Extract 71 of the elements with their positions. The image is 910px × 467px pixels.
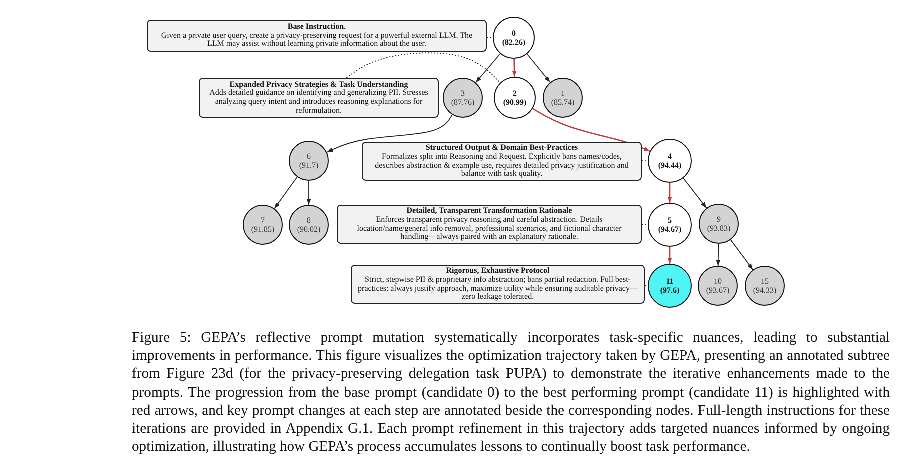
candidate-id: 8 (307, 216, 311, 225)
dotted-leader-line (642, 224, 648, 226)
candidate-id: 0 (512, 29, 516, 38)
candidate-node (289, 141, 329, 181)
arrow (326, 114, 453, 153)
candidate-score: (85.74) (551, 98, 575, 107)
annotation-heading: Detailed, Transparent Transformation Rationale (406, 207, 572, 216)
dotted-leader-line (486, 37, 494, 38)
candidate-score: (94.67) (658, 225, 682, 234)
candidate-node (698, 266, 738, 306)
annotation-box (147, 20, 487, 52)
arrow (716, 244, 721, 266)
candidate-id: 3 (461, 89, 465, 98)
candidate-score: (90.99) (503, 98, 527, 107)
candidate-score: (93.67) (706, 286, 730, 295)
candidate-score: (94.33) (753, 286, 777, 295)
annotation-box (337, 205, 642, 244)
annotation-heading: Expanded Privacy Strategies & Task Understanding (230, 80, 408, 90)
arrow (683, 178, 708, 209)
candidate-node (443, 78, 483, 118)
candidate-score: (82.26) (502, 38, 526, 47)
arrow (668, 247, 672, 264)
arrow (730, 240, 754, 270)
annotation-box (351, 265, 645, 304)
candidate-node (494, 77, 536, 119)
candidate-score: (87.76) (451, 98, 475, 107)
annotation-text: Enforces transparent privacy reasoning and careful abstraction. Details location/name/general info removal, professional scenarios, and fictional character handling—always paired with an explanatory rationale. (356, 216, 623, 242)
figure-caption: Figure 5: GEPA’s reflective prompt mutation systematically incorporates task-specific nuances, leading to substantial improvements in performance. This figure visualizes the optimization trajectory taken by GEPA, presenting an annotated subtree from Figure 23d (for the privacy-preserving delegation task PUPA) to demonstrate the iterative enhancements made to the prompts. The progression from the base prompt (candidate 0) to the best performing prompt (candidate 11) is highlighted with red arrows, and key prompt changes at each step are annotated beside the corresponding nodes. Full-length instructions for these iterations are provided in Appendix G.1. Each prompt refinement in this trajectory adds targeted nuances informed by ongoing optimization, illustrating how GEPA’s process accumulates lessons to continually boost task performance. (132, 329, 890, 456)
dotted-leader-line (346, 52, 501, 84)
candidate-id: 7 (261, 216, 265, 225)
annotation-box (362, 142, 642, 181)
candidate-node (648, 264, 692, 308)
candidate-id: 6 (307, 152, 311, 161)
candidate-id: 10 (714, 277, 722, 286)
candidate-node (543, 78, 583, 118)
candidate-score: (91.85) (251, 225, 275, 234)
arrow (512, 58, 517, 78)
candidate-id: 15 (761, 277, 769, 286)
candidate-id: 4 (668, 152, 672, 161)
annotation-heading: Rigorous, Exhaustive Protocol (446, 267, 550, 276)
candidate-node (243, 205, 283, 245)
candidate-id: 2 (513, 89, 517, 98)
candidate-node (493, 17, 535, 59)
candidate-node (648, 139, 692, 183)
candidate-node (648, 203, 692, 247)
candidate-score: (93.83) (707, 224, 731, 233)
candidate-id: 1 (561, 89, 565, 98)
candidate-id: 9 (717, 215, 721, 224)
arrow (274, 176, 298, 210)
arrow (476, 54, 501, 84)
candidate-id: 5 (668, 216, 672, 225)
candidate-node (289, 205, 329, 245)
arrow (532, 108, 650, 152)
candidate-score: (97.6) (660, 286, 680, 295)
annotation-text: Formalizes split into Reasoning and Request. Explicitly bans names/codes, describes abstraction & example use, requires detailed privacy justification and balance with task quality. (374, 152, 630, 179)
candidate-id: 11 (666, 277, 674, 286)
arrow (526, 54, 551, 83)
dotted-leader-line (642, 160, 648, 162)
candidate-score: (90.02) (297, 225, 321, 234)
annotation-box (199, 78, 439, 118)
annotation-text: Adds detailed guidance on identifying and generalizing PII. Stresses analyzing query intent and introduces reasoning explanations for reformulation. (208, 89, 430, 116)
annotation-text: Strict, stepwise PII & proprietary info abstraction; bans partial redaction. Full best-practices: always justify approach, maximize utility while ensuring auditable privacy—zero leakage tolerated. (358, 276, 638, 302)
arrow (668, 183, 672, 203)
annotation-heading: Structured Output & Domain Best-Practices (426, 144, 578, 153)
candidate-node (745, 266, 785, 306)
candidate-node (699, 204, 739, 244)
annotation-text: Given a private user query, create a privacy-preserving request for a powerful external LLM. The LLM may assist without learning private information about the user. (160, 32, 474, 49)
candidate-score: (91.7) (299, 161, 319, 170)
annotation-heading: Base Instruction. (288, 23, 346, 32)
candidate-score: (94.44) (658, 161, 682, 170)
arrow (306, 180, 312, 206)
